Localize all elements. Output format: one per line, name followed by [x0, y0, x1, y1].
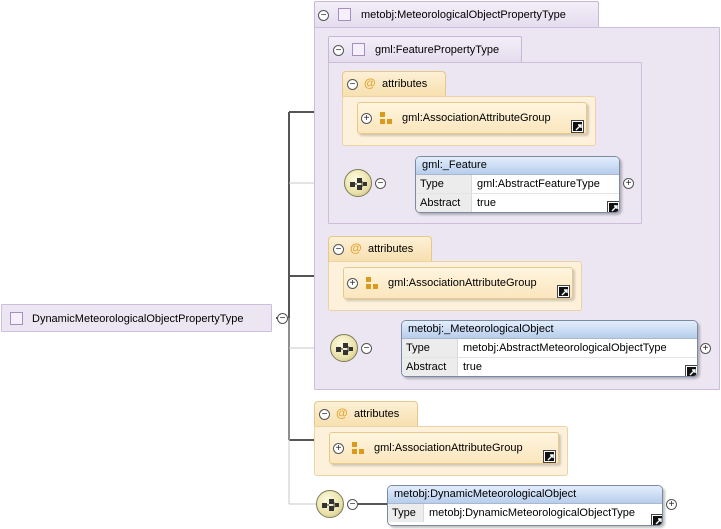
attribute-group-label: gml:AssociationAttributeGroup	[388, 277, 537, 289]
property-value: metobj:AbstractMeteorologicalObjectType	[463, 342, 667, 354]
meteo-element-name: metobj:_MeteorologicalObject	[402, 321, 697, 339]
attributes-tab-2[interactable]: − @ attributes	[328, 236, 432, 262]
dynamic-element-box[interactable]: metobj:DynamicMeteorologicalObject Type …	[387, 485, 663, 526]
expand-group-icon[interactable]: +	[347, 278, 358, 289]
outer-type-header[interactable]: − metobj:MeteorologicalObjectPropertyTyp…	[314, 1, 599, 28]
attribute-icon: @	[336, 406, 348, 420]
property-value: gml:AbstractFeatureType	[477, 178, 600, 190]
element-property-row: Abstract true	[416, 193, 619, 212]
property-key: Abstract	[416, 194, 472, 212]
attributes-label: attributes	[354, 408, 400, 420]
attributes-label: attributes	[382, 78, 428, 90]
attributes-label: attributes	[368, 243, 414, 255]
feature-element-box[interactable]: gml:_Feature Type gml:AbstractFeatureTyp…	[415, 156, 620, 213]
complex-type-icon	[338, 8, 351, 21]
link-arrow-icon[interactable]	[685, 365, 697, 376]
meteo-element-box[interactable]: metobj:_MeteorologicalObject Type metobj…	[401, 320, 698, 377]
property-key: Abstract	[402, 358, 458, 376]
attributes-tab-1[interactable]: − @ attributes	[342, 71, 446, 97]
attribute-group-label: gml:AssociationAttributeGroup	[402, 112, 551, 124]
attribute-icon: @	[364, 76, 376, 90]
collapse-root-icon[interactable]: −	[277, 313, 288, 324]
root-type-box[interactable]: DynamicMeteorologicalObjectPropertyType	[1, 304, 272, 332]
attribute-group-3[interactable]: + gml:AssociationAttributeGroup	[329, 432, 559, 464]
expand-group-icon[interactable]: +	[333, 443, 344, 454]
collapse-attributes-icon[interactable]: −	[319, 409, 330, 420]
link-arrow-icon[interactable]	[543, 450, 556, 463]
expand-group-icon[interactable]: +	[361, 113, 372, 124]
attribute-group-icon	[352, 442, 364, 454]
property-value: true	[463, 361, 482, 373]
attribute-group-2[interactable]: + gml:AssociationAttributeGroup	[343, 267, 573, 299]
inner-type-header[interactable]: − gml:FeaturePropertyType	[328, 36, 522, 63]
link-arrow-icon[interactable]	[571, 120, 584, 133]
complex-type-icon	[10, 312, 23, 325]
sequence-icon	[330, 334, 358, 362]
collapse-inner-type-icon[interactable]: −	[333, 45, 344, 56]
feature-element-name: gml:_Feature	[416, 157, 619, 175]
collapse-outer-type-icon[interactable]: −	[318, 10, 329, 21]
attribute-group-icon	[366, 277, 378, 289]
attribute-group-icon	[380, 112, 392, 124]
collapse-attributes-icon[interactable]: −	[347, 79, 358, 90]
collapse-sequence-icon[interactable]: −	[361, 343, 372, 354]
collapse-sequence-icon[interactable]: −	[375, 178, 386, 189]
attribute-group-label: gml:AssociationAttributeGroup	[374, 442, 523, 454]
expand-dynamic-icon[interactable]: +	[666, 499, 677, 510]
property-key: Type	[416, 175, 472, 193]
collapse-attributes-icon[interactable]: −	[333, 244, 344, 255]
element-property-row: Type gml:AbstractFeatureType	[416, 175, 619, 193]
property-value: metobj:DynamicMeteorologicalObjectType	[429, 507, 636, 519]
attribute-icon: @	[350, 241, 362, 255]
sequence-icon	[344, 169, 372, 197]
root-type-label: DynamicMeteorologicalObjectPropertyType	[32, 313, 244, 325]
expand-feature-icon[interactable]: +	[623, 178, 634, 189]
link-arrow-icon[interactable]	[651, 514, 662, 525]
inner-type-label: gml:FeaturePropertyType	[375, 44, 500, 56]
outer-type-label: metobj:MeteorologicalObjectPropertyType	[361, 9, 566, 21]
dynamic-element-name: metobj:DynamicMeteorologicalObject	[388, 486, 662, 504]
element-property-row: Type metobj:DynamicMeteorologicalObjectT…	[388, 504, 662, 522]
element-property-row: Abstract true	[402, 357, 697, 376]
expand-meteo-icon[interactable]: +	[700, 343, 711, 354]
attributes-tab-3[interactable]: − @ attributes	[314, 401, 418, 427]
link-arrow-icon[interactable]	[607, 201, 619, 212]
collapse-sequence-icon[interactable]: −	[347, 499, 358, 510]
property-key: Type	[388, 504, 424, 522]
property-key: Type	[402, 339, 458, 357]
link-arrow-icon[interactable]	[557, 285, 570, 298]
property-value: true	[477, 197, 496, 209]
element-property-row: Type metobj:AbstractMeteorologicalObject…	[402, 339, 697, 357]
sequence-icon	[316, 490, 344, 518]
attribute-group-1[interactable]: + gml:AssociationAttributeGroup	[357, 102, 587, 134]
complex-type-icon	[352, 43, 365, 56]
